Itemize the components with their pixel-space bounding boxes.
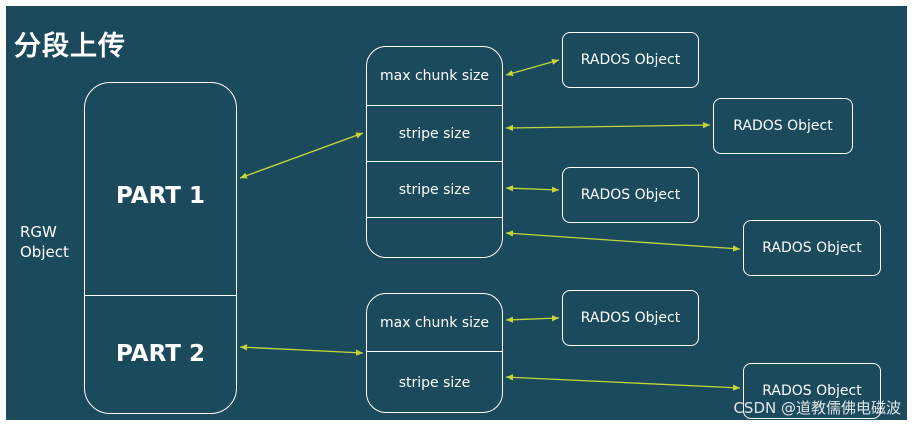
chunk-cell-empty [367, 217, 502, 257]
chunk-cell-stripe: stripe size [367, 105, 502, 161]
chunk-cell-max-chunk: max chunk size [380, 68, 489, 84]
part-2-chunk-list: max chunk size stripe size [366, 293, 503, 413]
connector-arrows [239, 58, 741, 391]
arrow-chunk-to-rados-2 [505, 121, 711, 132]
arrow-part1-to-chunk [239, 132, 364, 179]
rados-object-3: RADOS Object [562, 167, 699, 223]
part-2-label: PART 2 [116, 341, 205, 367]
rados-object-4: RADOS Object [743, 220, 881, 276]
arrow-chunk-to-rados-1 [505, 58, 560, 77]
chunk-cell-stripe: stripe size [367, 351, 502, 412]
rados-object-5: RADOS Object [562, 290, 699, 346]
slide-title: 分段上传 [14, 31, 126, 62]
part-1-chunk-list: max chunk size stripe size stripe size [366, 46, 503, 258]
rados-object-2: RADOS Object [713, 98, 853, 154]
slide: 分段上传 RGW Object PART 1 PART 2 max chunk … [6, 6, 907, 420]
chunk-cell-max-chunk: max chunk size [380, 314, 489, 331]
arrow-part2-to-chunk [239, 344, 364, 356]
rgw-object-box: PART 1 PART 2 [84, 82, 237, 414]
rgw-label-line-1: RGW [20, 223, 57, 241]
arrow-chunk-to-rados-3 [505, 185, 560, 193]
arrow-chunk-to-rados-4 [505, 230, 741, 252]
rgw-label-line-2: Object [20, 243, 69, 261]
chunk-cell-stripe: stripe size [367, 161, 502, 217]
part-divider [85, 295, 236, 296]
csdn-watermark: CSDN @道教儒佛电磁波 [733, 399, 901, 417]
arrow-chunk-to-rados-6 [505, 374, 741, 391]
part-1-label: PART 1 [116, 183, 205, 209]
rados-object-6: RADOS Object [743, 363, 881, 419]
rgw-object-label: RGW Object [20, 222, 69, 262]
rados-object-1: RADOS Object [562, 32, 699, 88]
arrow-chunk-to-rados-5 [505, 315, 560, 323]
